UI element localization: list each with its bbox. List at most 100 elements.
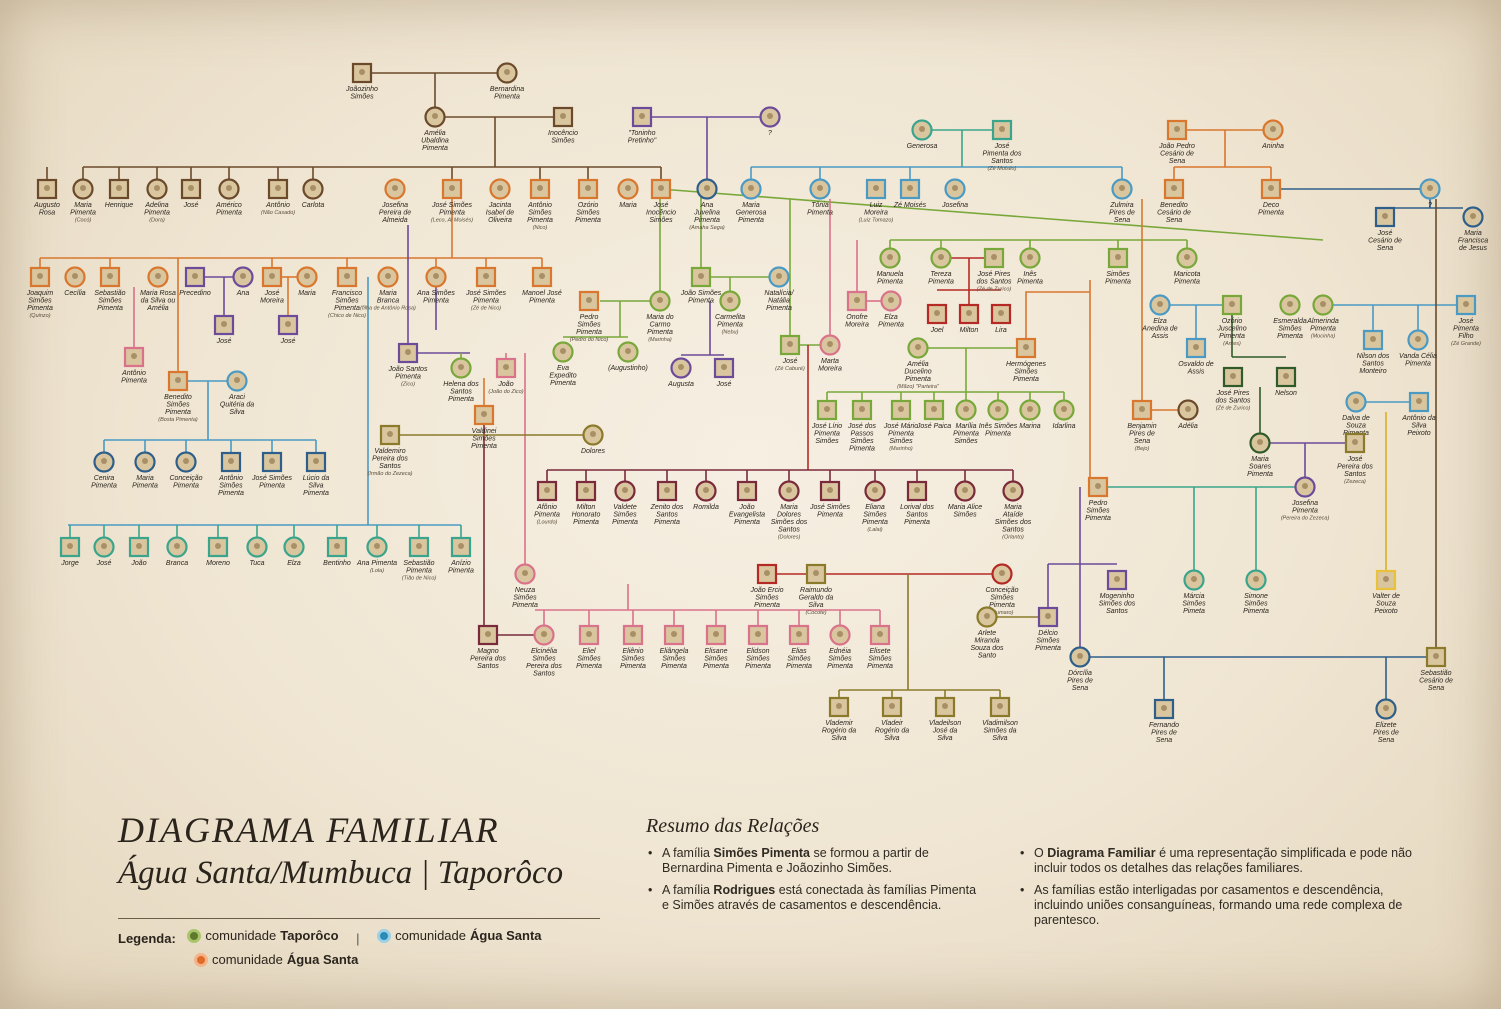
person-adelia: Adélia bbox=[1177, 399, 1199, 430]
legend-item-name: Taporôco bbox=[280, 928, 339, 943]
portrait-icon bbox=[813, 570, 819, 576]
person-name: Ana Pimenta(Lola) bbox=[356, 560, 397, 574]
legend-item-name: Água Santa bbox=[286, 952, 359, 967]
portrait-icon bbox=[583, 487, 589, 493]
portrait-icon bbox=[1174, 126, 1180, 132]
portrait-icon bbox=[796, 631, 802, 637]
person-name: José Paica bbox=[916, 423, 951, 430]
summary-item: A família Simões Pimenta se formou a par… bbox=[646, 846, 986, 876]
portrait-icon bbox=[703, 487, 709, 493]
portrait-icon bbox=[872, 487, 878, 493]
portrait-icon bbox=[1470, 213, 1476, 219]
person-name: Marina bbox=[1019, 423, 1041, 430]
person-name: Henrique bbox=[105, 202, 134, 209]
portrait-icon bbox=[1193, 344, 1199, 350]
person-q2: ? bbox=[1419, 178, 1441, 209]
portrait-icon bbox=[483, 273, 489, 279]
portrait-icon bbox=[142, 458, 148, 464]
portrait-icon bbox=[998, 310, 1004, 316]
portrait-icon bbox=[1287, 301, 1293, 307]
portrait-icon bbox=[155, 273, 161, 279]
portrait-icon bbox=[1027, 254, 1033, 260]
person-name: Zé Moisés bbox=[893, 202, 927, 209]
portrait-icon bbox=[80, 185, 86, 191]
portrait-icon bbox=[1023, 344, 1029, 350]
person-josefina2: Josefina bbox=[941, 178, 968, 209]
portrait-icon bbox=[221, 321, 227, 327]
portrait-icon bbox=[898, 406, 904, 412]
portrait-icon bbox=[658, 185, 664, 191]
person-name: João bbox=[130, 560, 146, 567]
person-name: Bentinho bbox=[323, 560, 351, 567]
person-name: Joel bbox=[930, 327, 944, 334]
portrait-icon bbox=[522, 570, 528, 576]
portrait-icon bbox=[1045, 613, 1051, 619]
person-name: Antônio(Não Casado) bbox=[261, 202, 295, 216]
legend-item-prefix: comunidade bbox=[205, 928, 277, 943]
portrait-icon bbox=[1270, 126, 1276, 132]
person-marina: Marina bbox=[1019, 399, 1041, 430]
portrait-icon bbox=[938, 254, 944, 260]
person-joel: Joel bbox=[926, 303, 948, 334]
portrait-icon bbox=[999, 126, 1005, 132]
portrait-icon bbox=[359, 69, 365, 75]
legend-item-prefix: comunidade bbox=[212, 952, 283, 967]
person-name: Maria bbox=[298, 290, 316, 297]
portrait-icon bbox=[1027, 406, 1033, 412]
person-name: (Augustinho) bbox=[608, 365, 648, 372]
person-carlota: Carlota bbox=[302, 178, 324, 209]
portrait-icon bbox=[226, 185, 232, 191]
person-joao2: João(João do Zico) bbox=[488, 357, 524, 395]
portrait-icon bbox=[1415, 336, 1421, 342]
